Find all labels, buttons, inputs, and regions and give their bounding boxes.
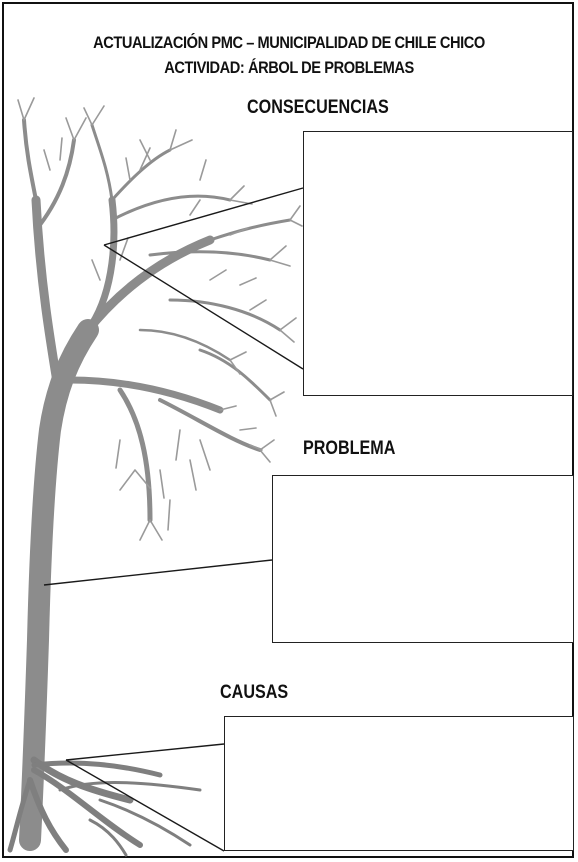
problem-connector bbox=[43, 559, 273, 586]
consequence-connector-bottom bbox=[103, 244, 304, 370]
page-title: ACTUALIZACIÓN PMC – MUNICIPALIDAD DE CHI… bbox=[93, 33, 485, 52]
causes-box[interactable] bbox=[224, 716, 574, 851]
causes-label: CAUSAS bbox=[220, 682, 289, 703]
consequences-label: CONSECUENCIAS bbox=[247, 97, 389, 118]
problem-box[interactable] bbox=[272, 475, 574, 643]
consequences-box[interactable] bbox=[303, 131, 573, 396]
consequence-connector-top bbox=[103, 187, 304, 246]
cause-connector-bottom bbox=[65, 759, 225, 852]
page-subtitle: ACTIVIDAD: ÁRBOL DE PROBLEMAS bbox=[164, 58, 414, 77]
cause-connector-top bbox=[65, 743, 225, 761]
problem-label: PROBLEMA bbox=[303, 438, 396, 459]
